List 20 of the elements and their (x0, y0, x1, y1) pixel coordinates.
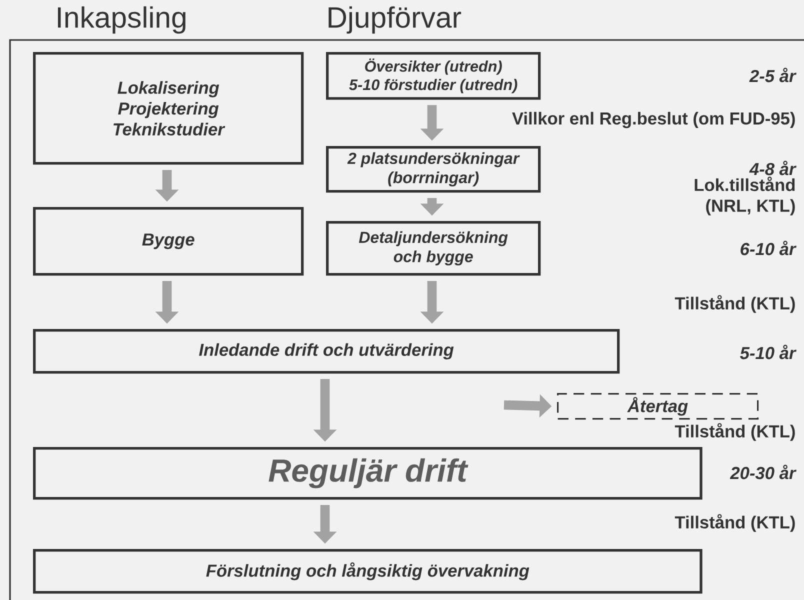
process-box: Förslutning och långsiktig övervakning (33, 549, 702, 594)
process-box: Inledande drift och utvärdering (33, 329, 620, 374)
duration-label: 20-30 år (730, 464, 796, 480)
process-box: Översikter (utredn) 5-10 förstudier (utredn) (326, 52, 541, 100)
duration-label: 5-10 år (740, 344, 796, 360)
note-text: Tillstånd (KTL) (674, 423, 795, 441)
note-text: Tillstånd (KTL) (674, 295, 795, 313)
process-box: Reguljär drift (33, 447, 702, 500)
dashed-box: Återtag (557, 393, 759, 420)
process-box: Lokalisering Projektering Teknikstudier (33, 52, 304, 165)
duration-label: 6-10 år (740, 240, 796, 256)
duration-label: 2-5 år (749, 68, 796, 82)
duration-label: 4-8 år (749, 160, 796, 176)
note-text: Tillstånd (KTL) (674, 514, 795, 532)
process-box: Detaljundersökning och bygge (326, 221, 541, 276)
process-box: 2 platsundersökningar (borrningar) (326, 146, 541, 193)
column-heading: Djupförvar (328, 6, 462, 34)
note-text: Lok.tillstånd (NRL, KTL) (694, 176, 795, 216)
process-box: Bygge (33, 207, 304, 276)
note-text: Villkor enl Reg.beslut (om FUD-95) (512, 112, 795, 128)
